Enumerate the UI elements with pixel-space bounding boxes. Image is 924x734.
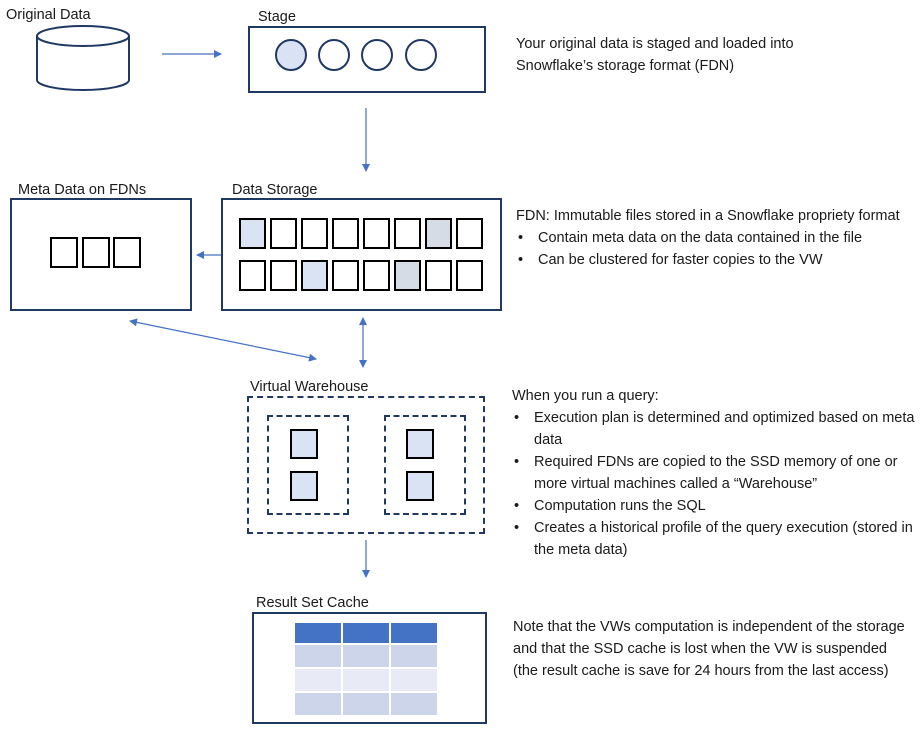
note-description: Note that the VWs computation is indepen… bbox=[513, 616, 913, 682]
fdn-file bbox=[301, 218, 328, 249]
stage-description-text: Your original data is staged and loaded … bbox=[516, 36, 794, 74]
result-set-cache-label: Result Set Cache bbox=[256, 595, 369, 611]
fdn-file bbox=[363, 218, 390, 249]
cached-fdn bbox=[406, 471, 434, 501]
warehouse-node-1 bbox=[267, 415, 349, 515]
virtual-warehouse-label: Virtual Warehouse bbox=[250, 379, 369, 395]
warehouse-description: When you run a query: Execution plan is … bbox=[512, 385, 917, 561]
result-table-cell bbox=[389, 691, 439, 717]
stage-box bbox=[248, 26, 486, 93]
storage-bullet: Can be clustered for faster copies to th… bbox=[516, 249, 916, 271]
data-storage-label: Data Storage bbox=[232, 182, 318, 198]
storage-description: FDN: Immutable files stored in a Snowfla… bbox=[516, 205, 916, 271]
arrow-meta-to-warehouse bbox=[129, 318, 317, 362]
meta-data-cell bbox=[113, 237, 141, 268]
database-icon bbox=[36, 25, 130, 91]
fdn-file bbox=[332, 260, 359, 291]
meta-data-cell bbox=[82, 237, 110, 268]
result-table bbox=[293, 621, 439, 717]
storage-row-1 bbox=[239, 218, 483, 249]
virtual-warehouse-box bbox=[247, 396, 485, 534]
fdn-file bbox=[394, 218, 421, 249]
fdn-file bbox=[239, 260, 266, 291]
warehouse-node-2 bbox=[384, 415, 466, 515]
meta-data-label: Meta Data on FDNs bbox=[18, 182, 147, 198]
stage-label: Stage bbox=[258, 9, 296, 25]
cached-fdn bbox=[406, 429, 434, 459]
warehouse-bullet: Execution plan is determined and optimiz… bbox=[512, 407, 917, 451]
fdn-file bbox=[394, 260, 421, 291]
storage-description-intro: FDN: Immutable files stored in a Snowfla… bbox=[516, 208, 900, 224]
stage-file-circle bbox=[405, 39, 437, 71]
fdn-file bbox=[363, 260, 390, 291]
warehouse-bullet: Creates a historical profile of the quer… bbox=[512, 517, 917, 561]
storage-bullet: Contain meta data on the data contained … bbox=[516, 227, 916, 249]
result-set-cache-box bbox=[252, 612, 487, 724]
original-data-label: Original Data bbox=[6, 7, 91, 23]
fdn-file bbox=[239, 218, 266, 249]
stage-description: Your original data is staged and loaded … bbox=[516, 33, 856, 77]
fdn-file bbox=[456, 260, 483, 291]
fdn-file bbox=[270, 218, 297, 249]
stage-file-circle bbox=[361, 39, 393, 71]
stage-file-circle bbox=[275, 39, 307, 71]
meta-data-box bbox=[10, 198, 192, 311]
data-storage-box bbox=[221, 198, 502, 311]
meta-data-cell bbox=[50, 237, 78, 268]
storage-row-2 bbox=[239, 260, 483, 291]
cached-fdn bbox=[290, 429, 318, 459]
result-table-cell bbox=[341, 667, 391, 693]
warehouse-bullet: Computation runs the SQL bbox=[512, 495, 917, 517]
fdn-file bbox=[425, 260, 452, 291]
fdn-file bbox=[301, 260, 328, 291]
result-table-cell bbox=[293, 691, 343, 717]
fdn-file bbox=[270, 260, 297, 291]
warehouse-description-intro: When you run a query: bbox=[512, 388, 659, 404]
note-description-text: Note that the VWs computation is indepen… bbox=[513, 619, 905, 679]
fdn-file bbox=[332, 218, 359, 249]
cached-fdn bbox=[290, 471, 318, 501]
result-table-cell bbox=[293, 643, 343, 669]
fdn-file bbox=[456, 218, 483, 249]
stage-file-circle bbox=[318, 39, 350, 71]
warehouse-bullet: Required FDNs are copied to the SSD memo… bbox=[512, 451, 917, 495]
fdn-file bbox=[425, 218, 452, 249]
result-table-cell bbox=[389, 643, 439, 669]
